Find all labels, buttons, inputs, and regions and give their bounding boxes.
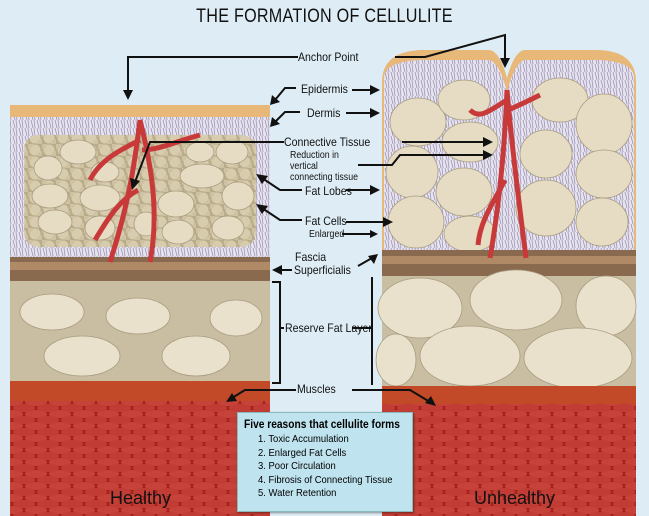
reserve-fat-healthy [19, 293, 263, 377]
label-reduction-vertical-tissue: Reduction in vertical connecting tissue [290, 150, 359, 183]
healthy-panel [10, 105, 270, 516]
label-dermis: Dermis [307, 106, 341, 120]
caption-unhealthy: Unhealthy [474, 488, 556, 508]
label-muscles: Muscles [297, 382, 336, 396]
connective-tissue-unhealthy [468, 89, 542, 259]
arrowheads [123, 58, 510, 406]
reason-item: 3. Poor Circulation [258, 460, 336, 472]
label-fascia: Fascia [295, 250, 327, 264]
leader-lines [127, 33, 506, 403]
label-superficialis: Superficialis [294, 263, 351, 277]
caption-healthy: Healthy [110, 488, 172, 508]
reason-item: 1. Toxic Accumulation [258, 433, 349, 445]
label-fat-lobes: Fat Lobes [305, 184, 352, 198]
unhealthy-panel [375, 50, 637, 516]
label-anchor-point: Anchor Point [298, 50, 359, 64]
reason-item: 2. Enlarged Fat Cells [258, 446, 347, 459]
label-connective-tissue: Connective Tissue [284, 135, 371, 149]
diagram-title: THE FORMATION OF CELLULITE [196, 6, 453, 27]
reasons-box: Five reasons that cellulite forms 1. Tox… [237, 412, 413, 512]
label-epidermis: Epidermis [301, 82, 348, 96]
reason-item: 4. Fibrosis of Connecting Tissue [258, 473, 393, 486]
label-fat-cells: Fat Cells [305, 214, 347, 228]
reason-item: 5. Water Retention [258, 487, 337, 499]
label-reserve-fat-layer: Reserve Fat Layer [285, 321, 372, 335]
connective-tissue-healthy [87, 119, 201, 263]
label-enlarged: Enlarged [309, 229, 345, 240]
reserve-fat-unhealthy [375, 269, 637, 389]
reasons-heading: Five reasons that cellulite forms [244, 417, 400, 431]
